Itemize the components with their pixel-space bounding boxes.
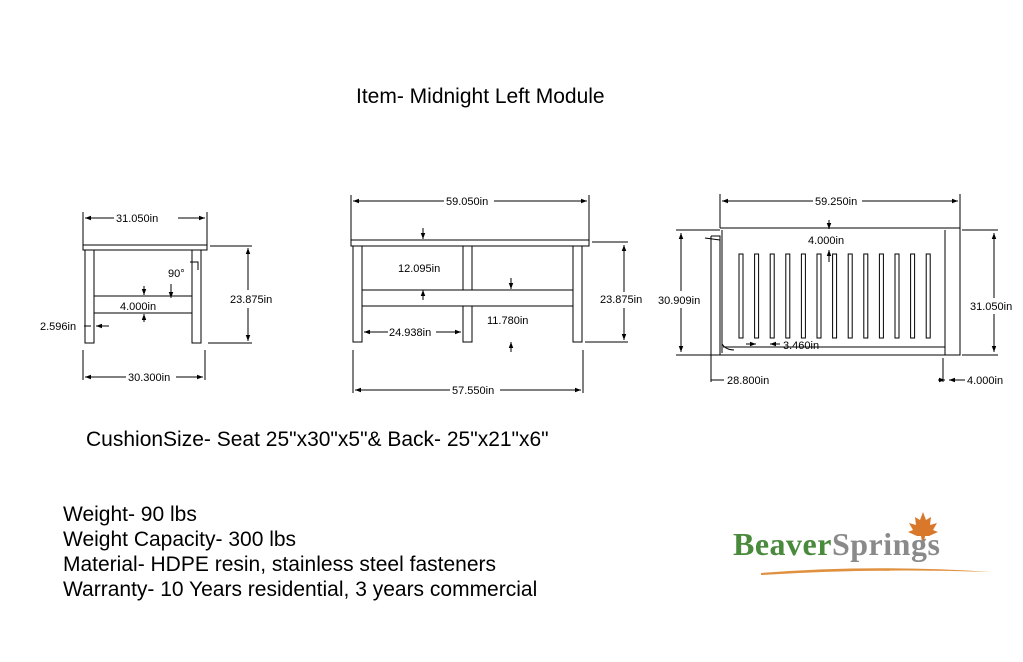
side-height-label: 23.875in [230, 294, 272, 306]
front-height-label: 23.875in [600, 294, 642, 306]
seat-slat [832, 253, 838, 339]
seat-slat [847, 253, 853, 339]
seat-slat [925, 253, 931, 339]
top-inner-depth-label: 28.800in [727, 375, 769, 387]
top-back-rail-label: 4.000in [808, 235, 844, 247]
front-stretcher-height-label: 11.780in [487, 315, 528, 327]
top-arm-width-label: 4.000in [967, 375, 1003, 387]
spec-weight: Weight- 90 lbs [63, 503, 197, 526]
seat-slat [910, 253, 916, 339]
top-width-label: 59.250in [815, 196, 857, 208]
spec-weight-capacity: Weight Capacity- 300 lbs [63, 528, 297, 551]
side-angle-label: 90° [168, 268, 185, 280]
maple-leaf-icon [908, 512, 938, 542]
logo-word-beaver: Beaver [733, 526, 832, 562]
side-stretcher-label: 4.000in [120, 301, 156, 313]
top-side-depth-label: 31.050in [970, 301, 1012, 313]
front-top-width-label: 59.050in [446, 196, 488, 208]
spec-material: Material- HDPE resin, stainless steel fa… [63, 553, 496, 576]
beaver-springs-logo: BeaverSprings [733, 512, 998, 582]
logo-graphic [761, 512, 991, 575]
seat-slat [754, 253, 760, 339]
seat-slat [800, 253, 806, 339]
item-title: Item- Midnight Left Module [356, 85, 605, 108]
seat-slat [785, 253, 791, 339]
side-top-width-label: 31.050in [116, 213, 158, 225]
seat-slat [863, 253, 869, 339]
logo-word-springs: Springs [831, 526, 941, 562]
side-leg-offset-label: 2.596in [40, 321, 76, 333]
seat-slat [878, 253, 884, 339]
spec-warranty: Warranty- 10 Years residential, 3 years … [63, 578, 538, 601]
side-view [82, 212, 252, 380]
seat-slat [894, 253, 900, 339]
logo-wordmark: BeaverSprings [733, 526, 940, 563]
top-slat-gap-label: 3.460in [783, 340, 819, 352]
top-depth-label: 30.909in [658, 295, 700, 307]
swoosh-underline [761, 568, 991, 575]
seat-slat [816, 253, 822, 339]
front-view [350, 195, 628, 393]
top-view [676, 194, 998, 383]
side-bottom-width-label: 30.300in [128, 372, 170, 384]
front-bottom-width-label: 57.550in [452, 385, 494, 397]
front-apron-label: 12.095in [398, 263, 440, 275]
seat-slat [738, 253, 744, 339]
spec-list: Weight- 90 lbs Weight Capacity- 300 lbs … [63, 502, 537, 602]
seat-slat [769, 253, 775, 339]
front-leg-span-label: 24.938in [389, 327, 431, 339]
cushion-size: CushionSize- Seat 25"x30"x5"& Back- 25"x… [86, 428, 549, 451]
